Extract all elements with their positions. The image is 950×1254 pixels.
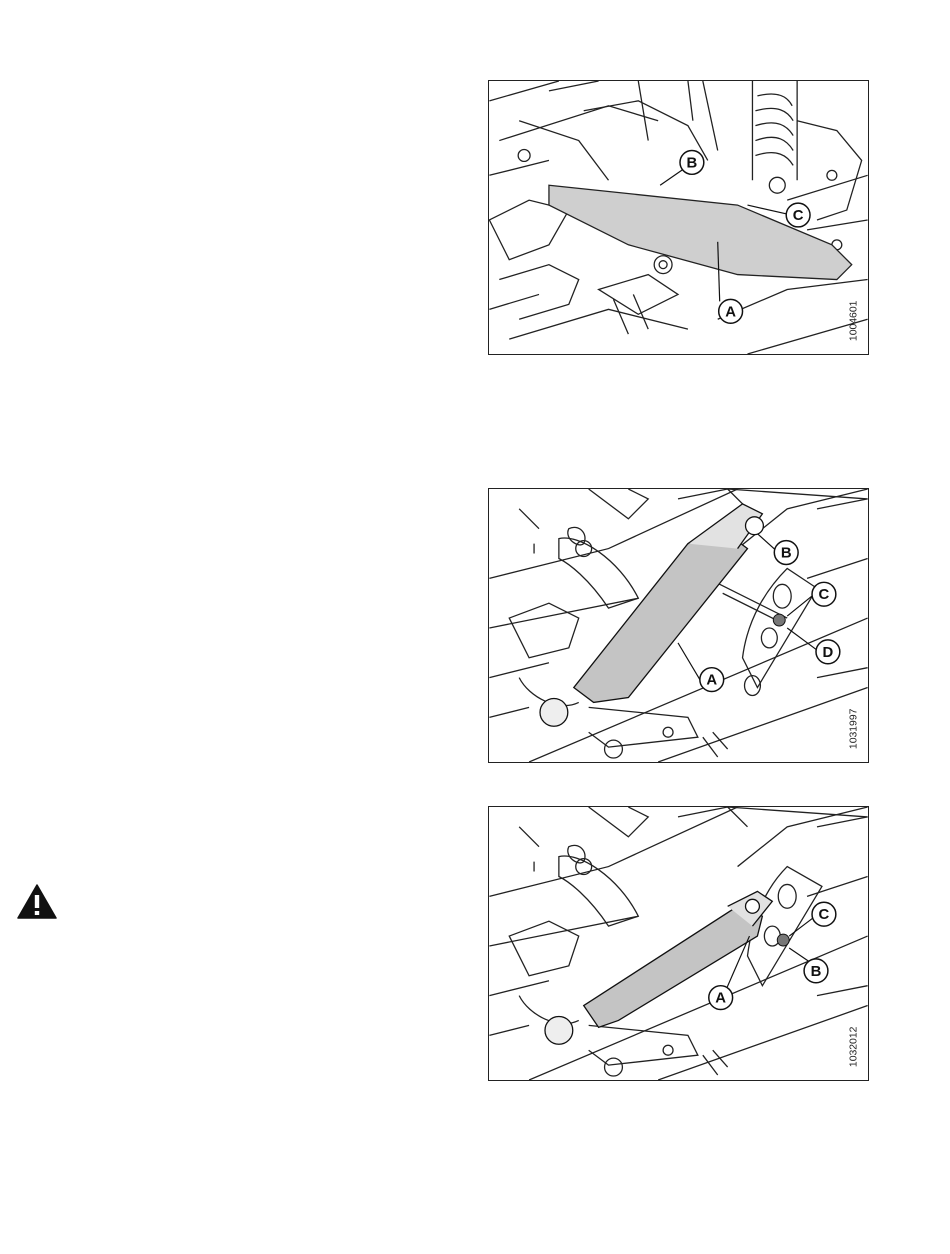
callout-b-label: B	[687, 155, 698, 171]
figure-1: A B C 1004601	[488, 80, 869, 355]
figure-id: 1004601	[849, 300, 860, 341]
callout-c-label: C	[819, 907, 830, 923]
warning-triangle-icon	[17, 884, 57, 920]
callout-a-label: A	[706, 673, 717, 689]
figure-1-drawing: A B C 1004601	[489, 81, 868, 354]
figure-2: A B C D 1031997	[488, 488, 869, 763]
callout-b-label: B	[811, 964, 822, 980]
callout-d-label: D	[823, 645, 834, 661]
highlighted-part	[549, 185, 852, 279]
figure-id: 1032012	[849, 1026, 860, 1067]
callout-a-label: A	[725, 304, 736, 320]
callout-a-label: A	[715, 991, 726, 1007]
callout-c-label: C	[793, 208, 804, 224]
figure-2-drawing: A B C D 1031997	[489, 489, 868, 762]
figure-3-drawing: A B C 1032012	[489, 807, 868, 1080]
figure-3: A B C 1032012	[488, 806, 869, 1081]
callout-c-label: C	[819, 587, 830, 603]
callout-b-label: B	[781, 545, 792, 561]
figure-id: 1031997	[849, 708, 860, 749]
